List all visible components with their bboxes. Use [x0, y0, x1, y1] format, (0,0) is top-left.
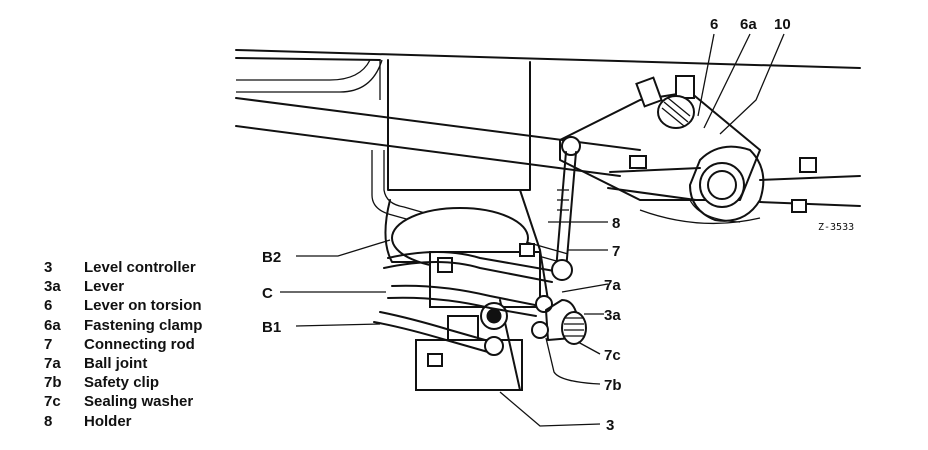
- callout-7b: 7b: [604, 377, 622, 394]
- leader-lines: [280, 33, 785, 427]
- callout-6: 6: [710, 16, 718, 33]
- legend-code: 7a: [44, 355, 61, 373]
- callout-7: 7: [612, 243, 620, 260]
- legend-label: Lever on torsion: [84, 297, 202, 315]
- legend-code: 7: [44, 335, 53, 353]
- legend-item: 6a Fastening clamp: [44, 316, 202, 335]
- legend-code: 6: [44, 297, 53, 315]
- legend-label: Holder: [84, 412, 132, 430]
- legend-code: 7b: [44, 374, 62, 392]
- callout-C: C: [262, 285, 273, 302]
- legend-item: 7 Connecting rod: [44, 335, 202, 354]
- lever-3a: [531, 299, 587, 345]
- legend-item: 7a Ball joint: [44, 354, 202, 373]
- legend-label: Safety clip: [84, 374, 160, 392]
- legend-label: Ball joint: [84, 355, 148, 373]
- legend-item: 6 Lever on torsion: [44, 296, 202, 315]
- level-controller: [384, 189, 549, 391]
- legend-label: Connecting rod: [84, 335, 195, 353]
- legend-code: 6a: [44, 316, 61, 334]
- connecting-rod: [555, 136, 581, 271]
- torsion-bar: [235, 97, 641, 177]
- callout-7a: 7a: [604, 277, 621, 294]
- lever-on-torsion: [559, 75, 761, 201]
- legend-code: 8: [44, 412, 53, 430]
- figure-id: Z-3533: [818, 222, 854, 233]
- control-arm: [607, 155, 861, 225]
- hydraulic-lines: [373, 251, 573, 356]
- callout-6a: 6a: [740, 16, 757, 33]
- legend-code: 3a: [44, 278, 61, 296]
- callout-3: 3: [606, 417, 614, 434]
- callout-3a: 3a: [604, 307, 621, 324]
- legend-label: Sealing washer: [84, 393, 194, 411]
- callout-B2: B2: [262, 249, 281, 266]
- floor-panel: [235, 49, 861, 140]
- legend-item: 3 Level controller: [44, 258, 202, 277]
- callout-10: 10: [774, 16, 791, 33]
- legend-code: 7c: [44, 393, 61, 411]
- callout-7c: 7c: [604, 347, 621, 364]
- legend-code: 3: [44, 259, 53, 276]
- legend-label: Level controller: [84, 259, 196, 276]
- pivot-bushing: [689, 145, 765, 223]
- callout-8: 8: [612, 215, 620, 232]
- legend-item: 3a Lever: [44, 277, 202, 296]
- callout-B1: B1: [262, 319, 281, 336]
- legend-label: Lever: [84, 278, 125, 296]
- legend-item: 7b Safety clip: [44, 373, 202, 392]
- legend-item: 8 Holder: [44, 412, 202, 431]
- legend: 3 Level controller 3a Lever 6 Lever on tors…: [44, 258, 202, 431]
- legend-item: 7c Sealing washer: [44, 392, 202, 411]
- legend-label: Fastening clamp: [84, 316, 203, 334]
